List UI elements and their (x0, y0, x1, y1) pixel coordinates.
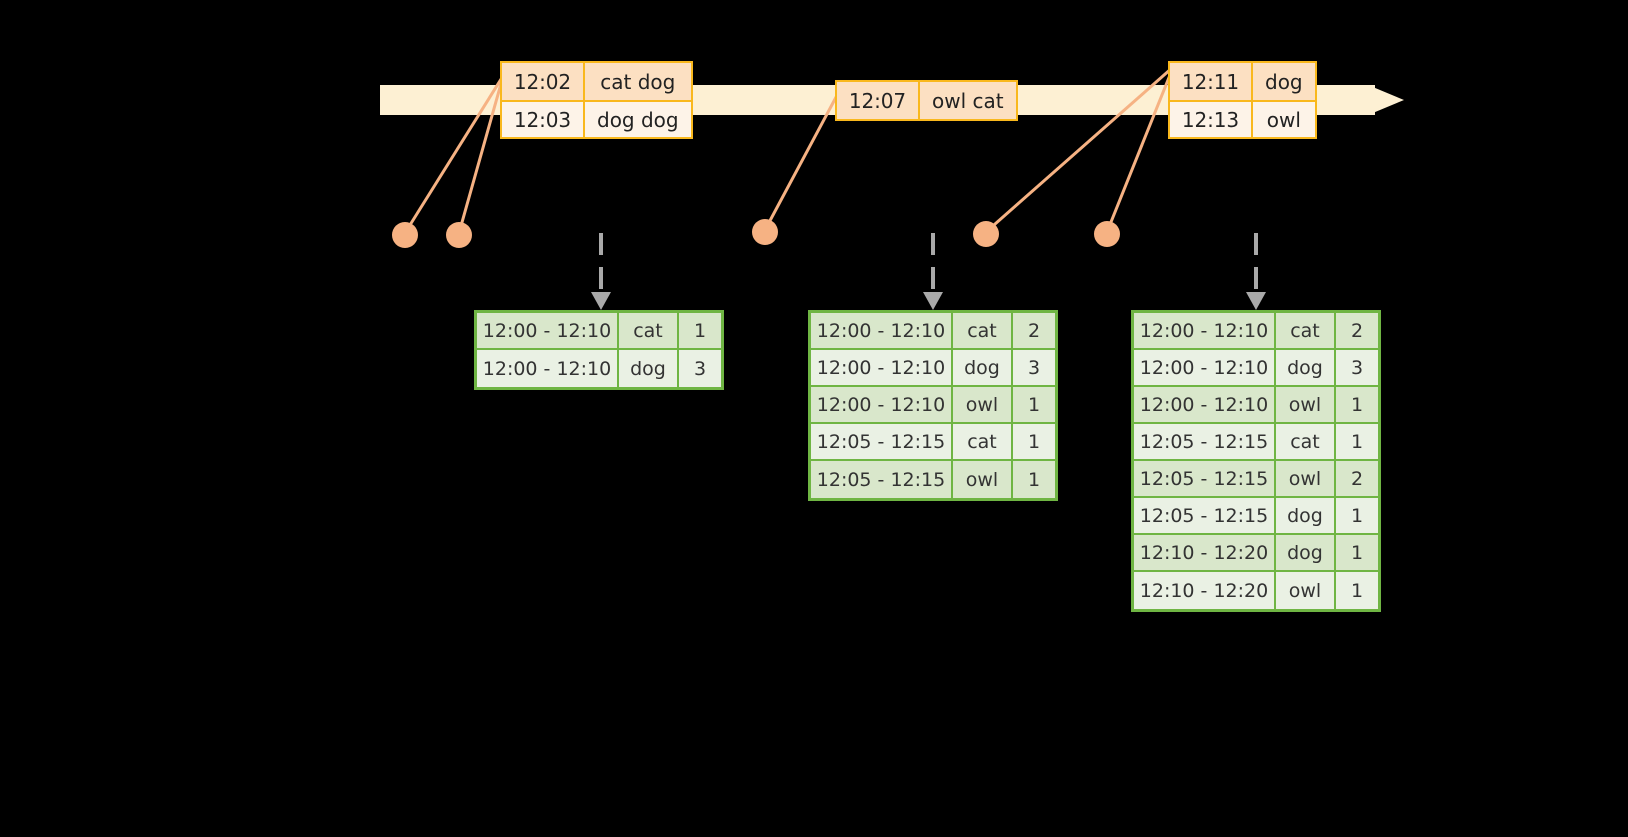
event-payload: dog (1265, 69, 1303, 94)
event-timestamp: 12:13 (1170, 102, 1253, 137)
window-cell: 12:05 - 12:15 (811, 461, 953, 498)
count-cell: 1 (1013, 461, 1055, 498)
event-group-2[interactable]: 12:07 owl cat (835, 80, 1018, 121)
event-timestamp: 12:11 (1170, 63, 1253, 100)
window-cell: 12:00 - 12:10 (1134, 387, 1276, 422)
count-cell: 2 (1013, 313, 1055, 348)
count-cell: 1 (1336, 572, 1378, 609)
key-cell: owl (953, 387, 1013, 422)
window-cell: 12:00 - 12:10 (1134, 313, 1276, 348)
event-group-3[interactable]: 12:11 dog 12:13 owl (1168, 61, 1317, 139)
dashed-arrow-3 (1246, 233, 1266, 310)
key-cell: cat (953, 424, 1013, 459)
key-cell: owl (1276, 572, 1336, 609)
event-payload: dog dog (597, 107, 679, 132)
key-cell: dog (953, 350, 1013, 385)
count-cell: 3 (679, 350, 721, 387)
timeline-arrow-head (1368, 85, 1404, 115)
key-cell: cat (1276, 424, 1336, 459)
window-cell: 12:00 - 12:10 (477, 350, 619, 387)
key-cell: owl (953, 461, 1013, 498)
event-row: 12:03 dog dog (502, 100, 691, 137)
count-cell: 2 (1336, 313, 1378, 348)
event-group-1[interactable]: 12:02 cat dog 12:03 dog dog (500, 61, 693, 139)
count-cell: 3 (1013, 350, 1055, 385)
connector-dot-4 (973, 221, 999, 247)
count-cell: 1 (679, 313, 721, 348)
count-cell: 1 (1336, 424, 1378, 459)
key-cell: owl (1276, 387, 1336, 422)
key-cell: dog (1276, 535, 1336, 570)
window-cell: 12:00 - 12:10 (811, 313, 953, 348)
event-row: 12:13 owl (1170, 100, 1315, 137)
connector-dot-1 (392, 222, 418, 248)
count-cell: 1 (1013, 424, 1055, 459)
connector-dot-5 (1094, 221, 1120, 247)
connector-dot-3 (752, 219, 778, 245)
key-cell: dog (1276, 350, 1336, 385)
event-payload: owl cat (932, 88, 1004, 113)
window-cell: 12:10 - 12:20 (1134, 535, 1276, 570)
event-row: 12:02 cat dog (502, 63, 691, 100)
window-cell: 12:05 - 12:15 (811, 424, 953, 459)
count-cell: 1 (1336, 387, 1378, 422)
event-timestamp: 12:03 (502, 102, 585, 137)
connector-dot-2 (446, 222, 472, 248)
window-cell: 12:10 - 12:20 (1134, 572, 1276, 609)
event-timestamp: 12:02 (502, 63, 585, 100)
count-cell: 1 (1336, 498, 1378, 533)
count-cell: 2 (1336, 461, 1378, 496)
window-cell: 12:00 - 12:10 (477, 313, 619, 348)
window-cell: 12:05 - 12:15 (1134, 424, 1276, 459)
key-cell: dog (1276, 498, 1336, 533)
window-cell: 12:00 - 12:10 (1134, 350, 1276, 385)
window-cell: 12:00 - 12:10 (811, 350, 953, 385)
count-cell: 3 (1336, 350, 1378, 385)
event-payload: cat dog (600, 69, 676, 94)
key-cell: cat (953, 313, 1013, 348)
event-timestamp: 12:07 (837, 82, 920, 119)
window-cell: 12:05 - 12:15 (1134, 498, 1276, 533)
count-cell: 1 (1013, 387, 1055, 422)
count-cell: 1 (1336, 535, 1378, 570)
key-cell: cat (619, 313, 679, 348)
dashed-arrow-2 (923, 233, 943, 310)
key-cell: cat (1276, 313, 1336, 348)
window-cell: 12:05 - 12:15 (1134, 461, 1276, 496)
window-cell: 12:00 - 12:10 (811, 387, 953, 422)
key-cell: owl (1276, 461, 1336, 496)
event-payload: owl (1266, 107, 1301, 132)
event-row: 12:11 dog (1170, 63, 1315, 100)
key-cell: dog (619, 350, 679, 387)
event-row: 12:07 owl cat (837, 82, 1016, 119)
dashed-arrow-1 (591, 233, 611, 310)
